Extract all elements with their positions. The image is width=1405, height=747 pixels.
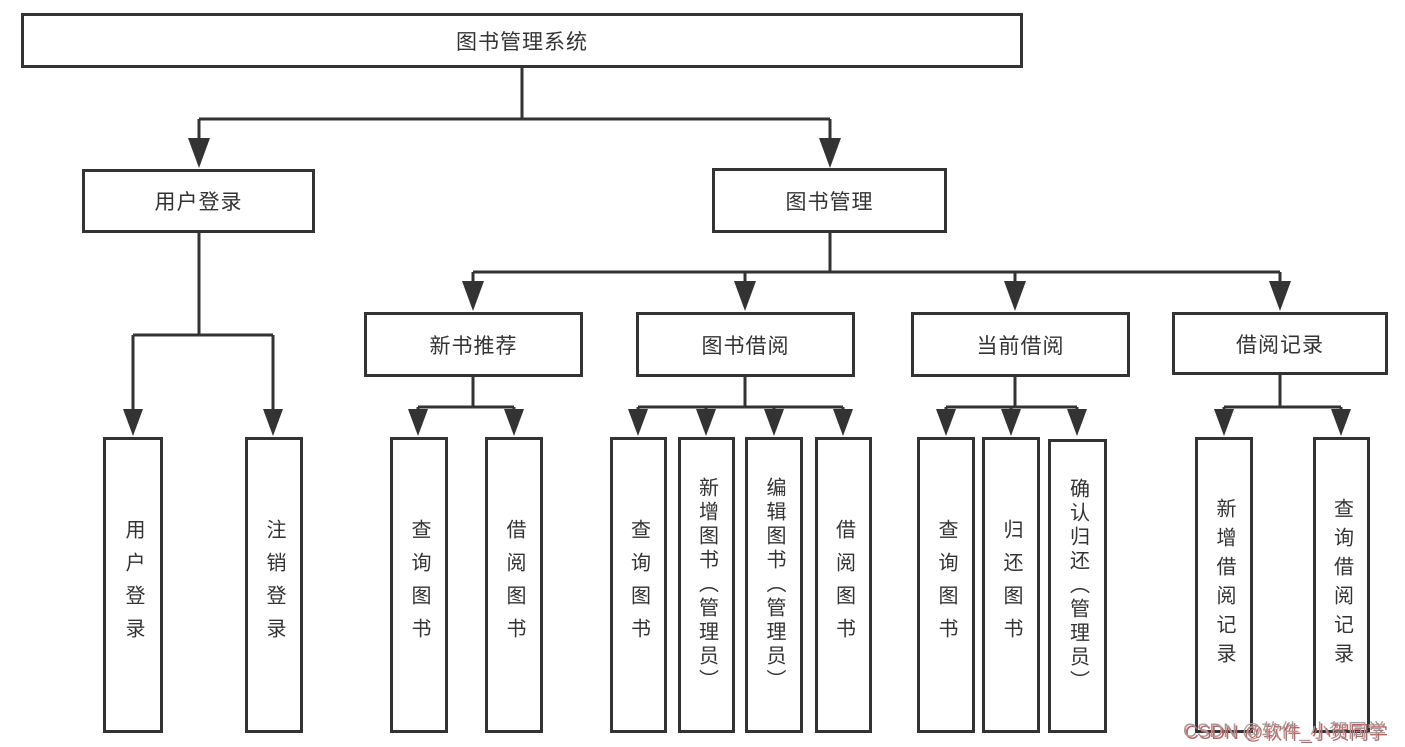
leaf-user-login: 用户登录 [103, 437, 163, 733]
connector-borrowing-records-children [1214, 375, 1351, 436]
node-label: 图书借阅 [701, 334, 790, 358]
connector-user-login-children [123, 233, 283, 436]
leaf-confirm-return-admin: 确认归还（管理员） [1048, 439, 1107, 733]
node-library-management-system: 图书管理系统 [21, 13, 1023, 68]
node-book-management: 图书管理 [712, 168, 947, 233]
node-label: 图书管理 [785, 190, 874, 214]
node-label: 确认归还（管理员） [1066, 478, 1089, 694]
leaf-query-books-recommend: 查询图书 [390, 437, 448, 733]
node-borrowing-records: 借阅记录 [1172, 312, 1388, 375]
node-label: 新增借阅记录 [1213, 498, 1235, 672]
leaf-borrow-books-recommend: 借阅图书 [485, 437, 543, 733]
leaf-query-books-borrowing: 查询图书 [610, 437, 667, 733]
node-label: 新增图书（管理员） [695, 477, 718, 693]
leaf-add-books-admin: 新增图书（管理员） [678, 437, 735, 733]
node-current-borrowing: 当前借阅 [911, 312, 1130, 377]
csdn-watermark: CSDN @软件_小贺同学 [1183, 721, 1386, 742]
leaf-edit-books-admin: 编辑图书（管理员） [745, 437, 803, 733]
connector-root-to-level2 [188, 68, 841, 168]
leaf-logout: 注销登录 [245, 437, 303, 733]
node-new-book-recommend: 新书推荐 [364, 312, 583, 377]
node-label: 新书推荐 [429, 334, 518, 358]
node-label: 编辑图书（管理员） [763, 477, 785, 693]
node-label: 借阅图书 [503, 519, 525, 651]
connector-new-book-recommend-children [408, 377, 524, 436]
leaf-borrow-books-borrowing: 借阅图书 [815, 437, 872, 733]
leaf-query-books-current: 查询图书 [917, 437, 975, 733]
node-label: 借阅记录 [1236, 333, 1324, 357]
connector-book-borrowing-children [628, 377, 853, 436]
node-label: 查询图书 [935, 519, 957, 651]
node-label: 用户登录 [154, 191, 243, 214]
node-label: 借阅图书 [832, 519, 855, 651]
node-label: 图书管理系统 [456, 30, 588, 54]
connector-book-management-to-level3 [462, 233, 1291, 311]
node-label: 注销登录 [263, 519, 285, 651]
leaf-return-books: 归还图书 [982, 437, 1040, 733]
connector-current-borrowing-children [936, 377, 1087, 436]
node-label: 当前借阅 [976, 334, 1065, 358]
node-label: 查询图书 [408, 519, 430, 651]
leaf-query-borrowing-record: 查询借阅记录 [1313, 437, 1370, 733]
node-label: 归还图书 [1000, 519, 1022, 651]
node-label: 用户登录 [122, 519, 144, 651]
node-book-borrowing: 图书借阅 [636, 312, 855, 377]
node-label: 查询图书 [627, 519, 650, 651]
node-user-login: 用户登录 [82, 169, 315, 233]
node-label: 查询借阅记录 [1330, 498, 1353, 672]
leaf-add-borrowing-record: 新增借阅记录 [1195, 437, 1253, 733]
